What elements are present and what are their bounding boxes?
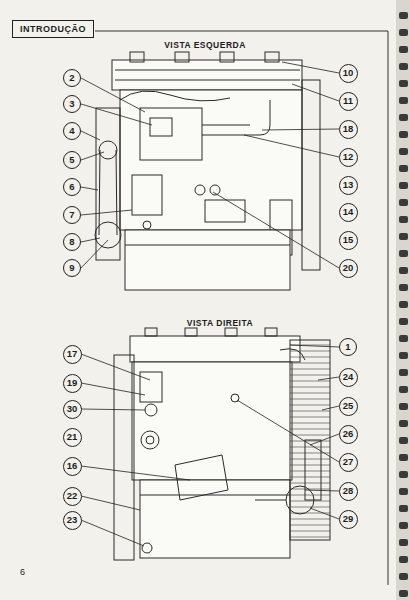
callout-text: 15 xyxy=(343,235,354,245)
binding-hole xyxy=(399,369,408,376)
binding-hole xyxy=(399,590,408,597)
binding-hole xyxy=(399,420,408,427)
binding-hole xyxy=(399,488,408,495)
callout-text: 28 xyxy=(343,486,354,496)
callout-text: 29 xyxy=(343,514,354,524)
callout-number: 2 xyxy=(63,69,81,87)
callout-number: 24 xyxy=(339,368,358,387)
binding-hole xyxy=(399,267,408,274)
binding-hole xyxy=(399,539,408,546)
binding-hole xyxy=(399,301,408,308)
page-number: 6 xyxy=(20,567,25,577)
callout-text: 4 xyxy=(69,126,74,136)
callout-text: 30 xyxy=(67,404,78,414)
callout-number: 20 xyxy=(339,259,358,278)
binding-hole xyxy=(399,233,408,240)
callout-number: 16 xyxy=(63,457,82,476)
binding-hole xyxy=(399,250,408,257)
callout-number: 4 xyxy=(63,122,81,140)
view-title: VISTA DIREITA xyxy=(187,318,253,328)
callout-text: 9 xyxy=(69,263,74,273)
binding-hole xyxy=(399,318,408,325)
binding-hole xyxy=(399,352,408,359)
callout-number: 12 xyxy=(339,148,358,167)
binding-hole xyxy=(399,403,408,410)
callout-number: 27 xyxy=(339,453,358,472)
callout-text: 5 xyxy=(69,155,74,165)
binding-hole xyxy=(399,199,408,206)
callout-text: 1 xyxy=(345,342,350,352)
binding-hole xyxy=(399,46,408,53)
callout-text: 27 xyxy=(343,457,354,467)
binding-hole xyxy=(399,471,408,478)
callout-text: 14 xyxy=(343,207,354,217)
binding-hole xyxy=(399,386,408,393)
binding-hole xyxy=(399,29,408,36)
callout-number: 26 xyxy=(339,425,358,444)
callout-text: 20 xyxy=(343,263,354,273)
callout-text: 11 xyxy=(343,96,353,106)
callout-number: 21 xyxy=(63,428,82,447)
callout-text: 12 xyxy=(343,152,354,162)
callout-number: 25 xyxy=(339,397,358,416)
callout-number: 23 xyxy=(63,511,82,530)
binding-hole xyxy=(399,148,408,155)
callout-number: 19 xyxy=(63,374,82,393)
callout-text: 22 xyxy=(67,491,78,501)
binding-hole xyxy=(399,573,408,580)
callout-text: 2 xyxy=(69,73,74,83)
callout-text: 16 xyxy=(67,461,78,471)
callout-text: 24 xyxy=(343,372,354,382)
callout-number: 10 xyxy=(339,64,358,83)
binding-hole xyxy=(399,97,408,104)
binding-hole xyxy=(399,63,408,70)
callout-text: 13 xyxy=(343,180,354,190)
binding-hole xyxy=(399,284,408,291)
header-tab: INTRODUÇÃO xyxy=(12,20,94,38)
callout-number: 6 xyxy=(63,178,81,196)
binding-hole xyxy=(399,165,408,172)
binding-hole xyxy=(399,80,408,87)
binding-hole xyxy=(399,505,408,512)
callout-text: 21 xyxy=(67,432,78,442)
callout-text: 8 xyxy=(69,237,74,247)
callout-number: 5 xyxy=(63,151,81,169)
callout-text: 6 xyxy=(69,182,74,192)
callout-text: 23 xyxy=(67,515,78,525)
callout-number: 8 xyxy=(63,233,81,251)
callout-number: 18 xyxy=(339,120,358,139)
callout-number: 9 xyxy=(63,259,81,277)
view-title: VISTA ESQUERDA xyxy=(164,40,246,50)
binding-hole xyxy=(399,12,408,19)
callout-number: 3 xyxy=(63,95,81,113)
binding-hole xyxy=(399,437,408,444)
callout-number: 28 xyxy=(339,482,358,501)
binding-hole xyxy=(399,556,408,563)
binding-hole xyxy=(399,182,408,189)
callout-number: 17 xyxy=(63,345,82,364)
callout-text: 26 xyxy=(343,429,354,439)
callout-text: 25 xyxy=(343,401,354,411)
binding-hole xyxy=(399,454,408,461)
binding-hole xyxy=(399,131,408,138)
callout-text: 7 xyxy=(69,210,74,220)
callout-text: 17 xyxy=(67,349,78,359)
callout-number: 11 xyxy=(339,92,358,111)
callout-number: 14 xyxy=(339,203,358,222)
callout-number: 22 xyxy=(63,487,82,506)
callout-text: 10 xyxy=(343,68,354,78)
binding-hole xyxy=(399,522,408,529)
callout-number: 7 xyxy=(63,206,81,224)
callout-number: 29 xyxy=(339,510,358,529)
binding-hole xyxy=(399,335,408,342)
callout-number: 1 xyxy=(339,338,357,356)
callout-text: 19 xyxy=(67,378,78,388)
binding-hole xyxy=(399,114,408,121)
callout-number: 30 xyxy=(63,400,82,419)
binding-hole xyxy=(399,216,408,223)
callout-text: 3 xyxy=(69,99,74,109)
callout-number: 15 xyxy=(339,231,358,250)
callout-text: 18 xyxy=(343,124,354,134)
callout-number: 13 xyxy=(339,176,358,195)
